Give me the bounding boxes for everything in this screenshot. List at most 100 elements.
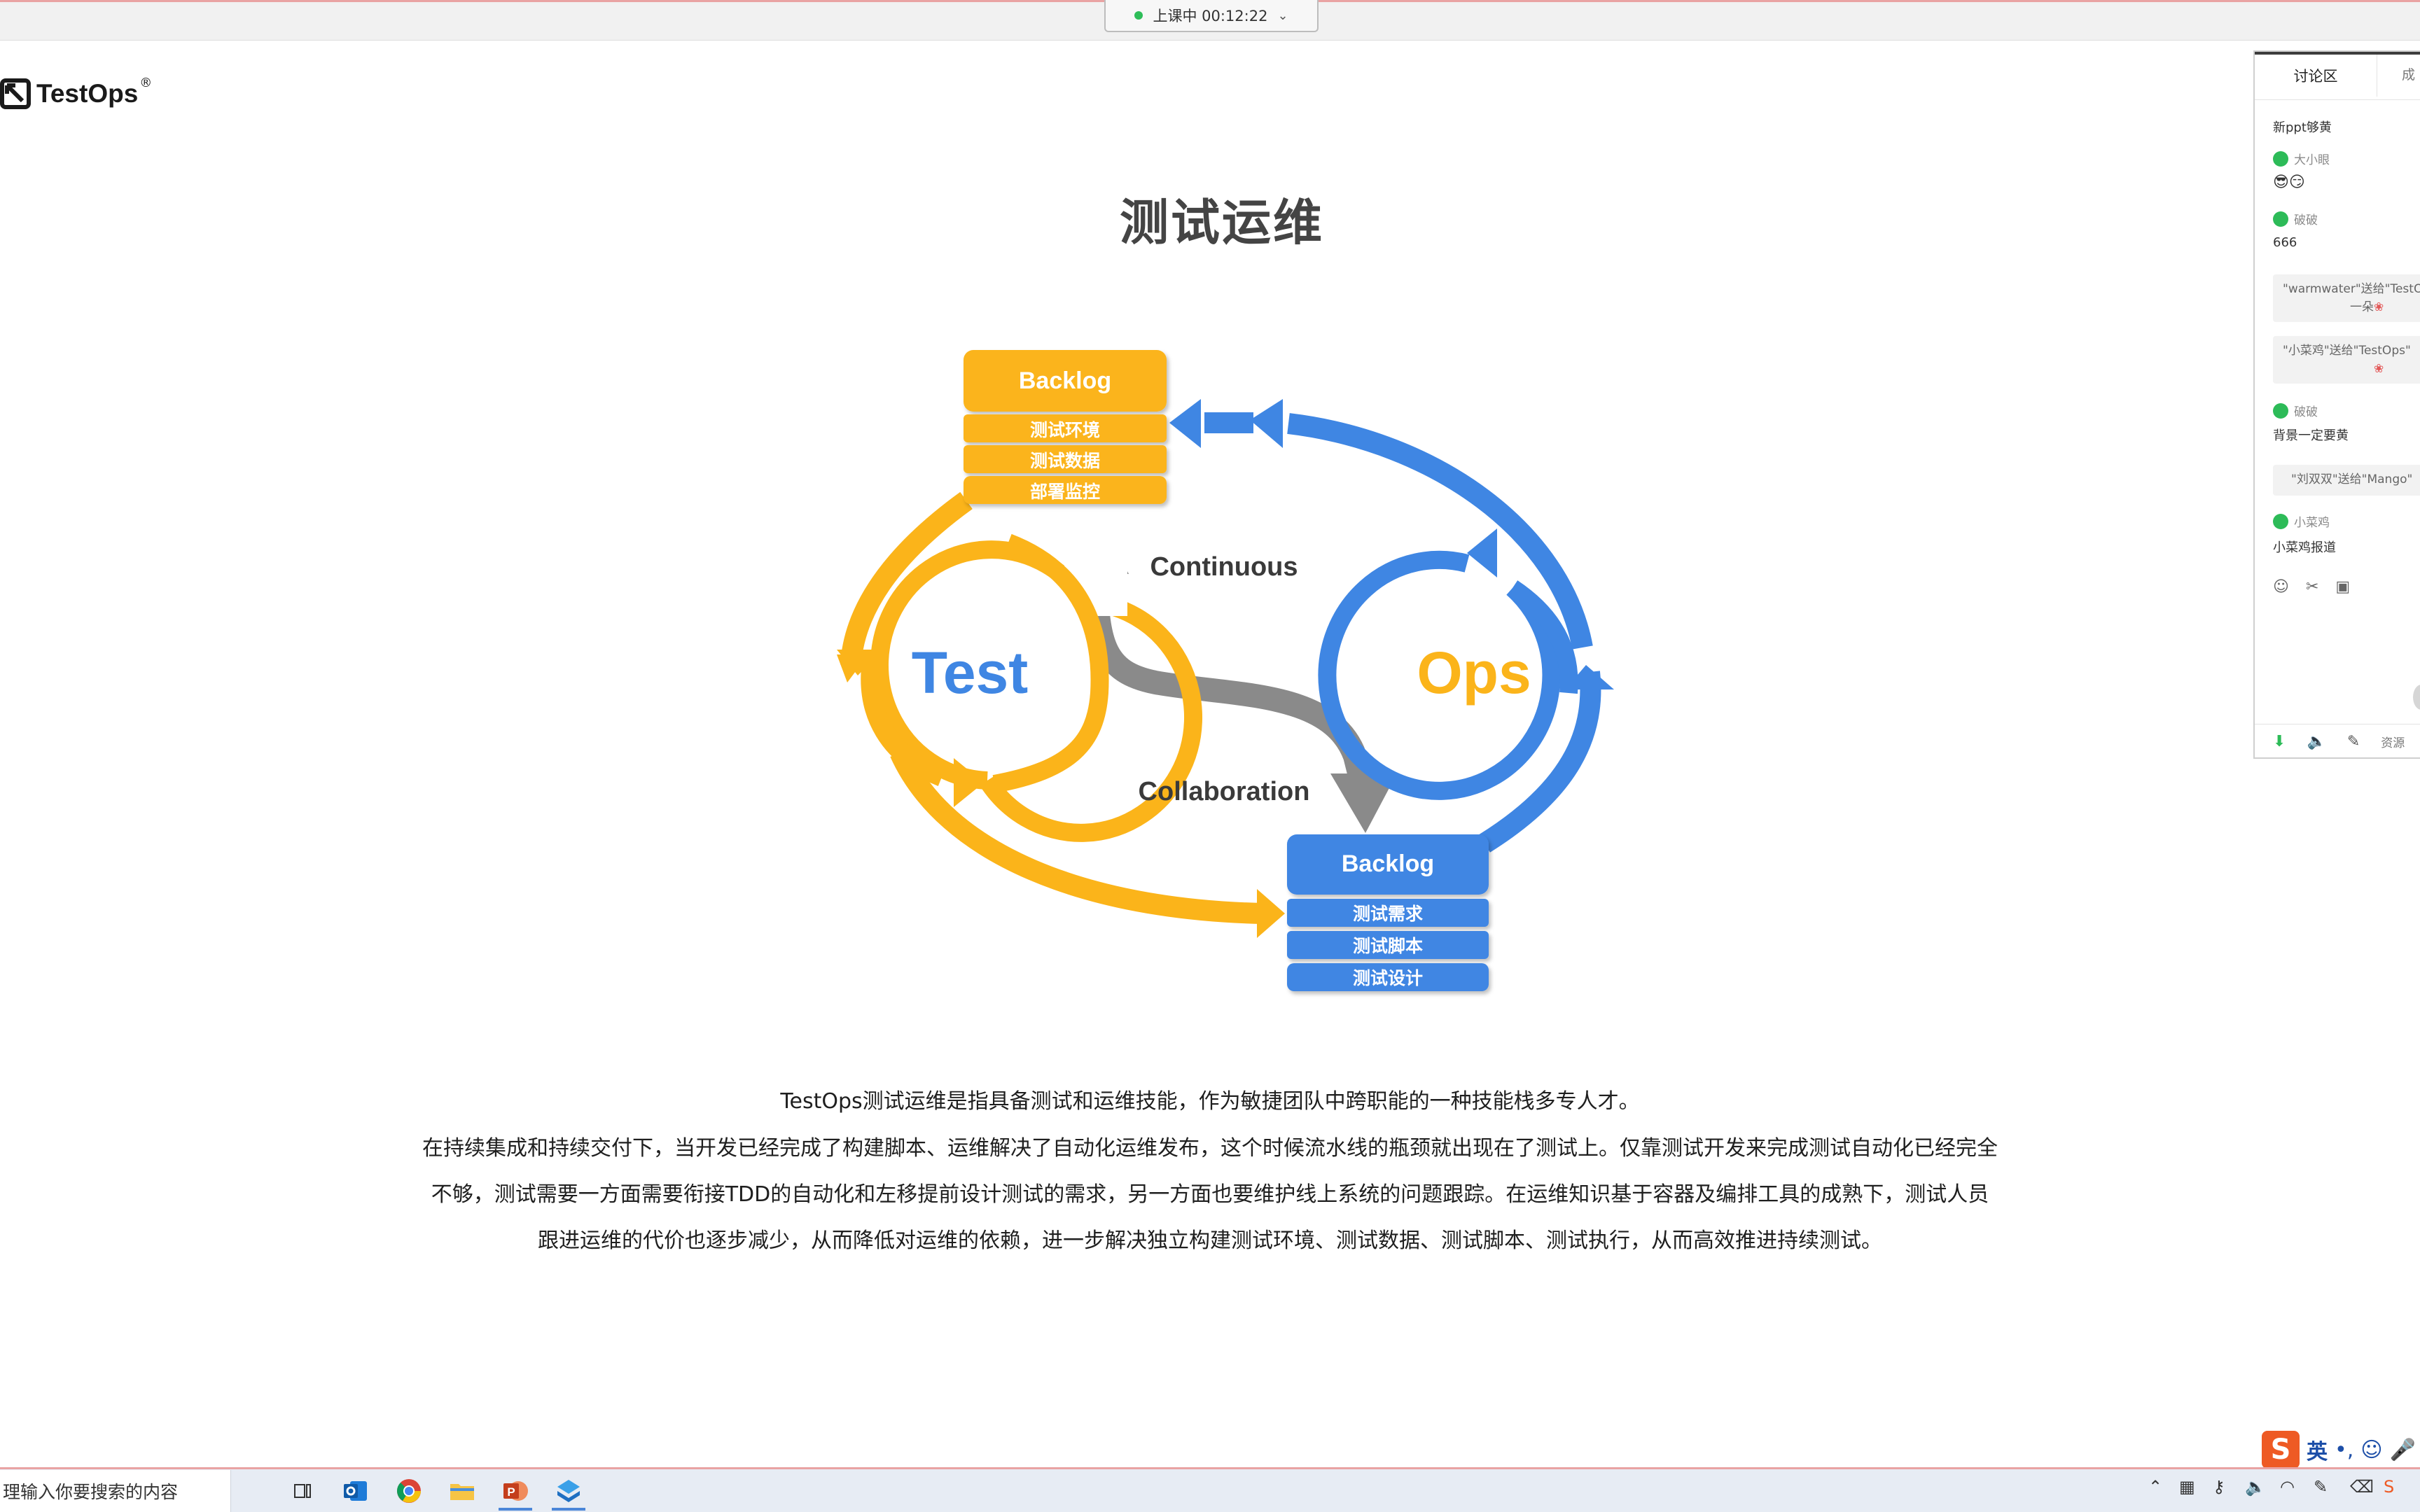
- gift-notice-text: "warmwater"送给"TestOps": [2283, 282, 2420, 296]
- tray-ime-icon[interactable]: S: [2384, 1477, 2395, 1497]
- emoji-icon[interactable]: ☺: [2273, 578, 2289, 596]
- chat-panel: 讨论区 成 新ppt够黄 大小眼 😎😏 破破 666 "warmwater"送给…: [2253, 50, 2420, 759]
- download-icon[interactable]: ⬇: [2273, 733, 2286, 750]
- wechat-icon: [2273, 211, 2288, 227]
- punctuation-icon[interactable]: •,: [2335, 1437, 2354, 1462]
- tab-discussion[interactable]: 讨论区: [2255, 55, 2377, 97]
- ops-inner-right-arc: [1507, 580, 1578, 694]
- tray-key-icon[interactable]: ⚷: [2213, 1477, 2225, 1497]
- backlog-bottom-title: Backlog: [1342, 850, 1434, 877]
- gift-notice-text: "刘双双"送给"Mango": [2291, 472, 2413, 486]
- chat-sender-name: 大小眼: [2294, 153, 2330, 167]
- test-arrow-right: [1257, 889, 1285, 938]
- scissors-icon[interactable]: ✂: [2305, 578, 2319, 596]
- powerpoint-icon[interactable]: P: [499, 1474, 532, 1508]
- ops-outer-arc: [1479, 671, 1601, 853]
- backlog-bottom-item: 测试脚本: [1353, 936, 1423, 956]
- test-inner-top-arc: [992, 533, 1109, 793]
- class-status-text: 上课中 00:12:22: [1153, 8, 1268, 24]
- test-inner-arrow: [954, 758, 984, 807]
- backlog-top-title: Backlog: [1019, 368, 1111, 394]
- volume-icon[interactable]: 🔈: [2245, 1477, 2266, 1497]
- taskbar-search-input[interactable]: 理输入你要搜索的内容: [0, 1470, 231, 1512]
- wechat-icon: [2273, 402, 2288, 419]
- continuous-label: Continuous: [1150, 552, 1298, 582]
- testops-logo: TestOps ®: [0, 73, 156, 115]
- tab-members[interactable]: 成: [2402, 67, 2416, 83]
- backlog-top: [964, 350, 1167, 504]
- svg-text:P: P: [507, 1485, 515, 1499]
- chat-message-text: 小菜鸡报道: [2273, 540, 2336, 555]
- slide-title: 测试运维: [1120, 194, 1324, 251]
- classroom-app-icon[interactable]: [552, 1474, 585, 1508]
- chat-sender: 破破: [2273, 210, 2318, 227]
- chat-toolbar: ☺ ✂ ▣: [2273, 578, 2350, 596]
- gift-notice: "小菜鸡"送给"TestOps" ❀: [2273, 336, 2420, 384]
- active-app-indicator: [552, 1508, 585, 1511]
- description-line: TestOps测试运维是指具备测试和运维技能，作为敏捷团队中跨职能的一种技能栈多…: [780, 1089, 1640, 1114]
- chrome-icon[interactable]: [392, 1474, 426, 1508]
- emoji-icon[interactable]: ☺: [2360, 1437, 2383, 1462]
- ops-arrow-left-2: [1169, 399, 1201, 448]
- tray-chevron-up-icon[interactable]: ⌃: [2148, 1477, 2163, 1497]
- pen-icon[interactable]: ✎: [2314, 1477, 2328, 1497]
- chat-message-emoji: 😎😏: [2273, 174, 2305, 191]
- ops-label: Ops: [1417, 640, 1531, 706]
- speaker-icon[interactable]: 🔈: [2307, 733, 2326, 750]
- tray-tool-icon[interactable]: ⌫: [2350, 1477, 2374, 1497]
- description-line: 不够，测试需要一方面需要衔接TDD的自动化和左移提前设计测试的需求，另一方面也要…: [431, 1182, 1989, 1207]
- chat-sender: 小菜鸡: [2273, 512, 2330, 530]
- testops-logo-icon: [0, 78, 31, 109]
- ime-language-toggle[interactable]: 英: [2307, 1440, 2328, 1464]
- live-dot-icon: [1134, 11, 1143, 20]
- backlog-top-item: 测试数据: [1030, 451, 1100, 471]
- chevron-down-icon: ⌄: [1277, 8, 1288, 23]
- sogou-ime-logo[interactable]: S: [2262, 1431, 2300, 1469]
- backlog-bottom-item: 测试设计: [1353, 968, 1423, 988]
- collaboration-label: Collaboration: [1139, 777, 1310, 806]
- description-line: 在持续集成和持续交付下，当开发已经完成了构建脚本、运维解决了自动化运维发布，这个…: [422, 1136, 1998, 1161]
- chat-bottom-bar: ⬇ 🔈 ✎ 资源: [2255, 724, 2420, 757]
- chat-tabs: 讨论区 成: [2255, 52, 2420, 100]
- outlook-icon[interactable]: [339, 1474, 373, 1508]
- chat-message-text: 新ppt够黄: [2273, 120, 2332, 135]
- microphone-icon[interactable]: 🎤: [2389, 1437, 2416, 1462]
- flower-icon: ❀: [2374, 300, 2384, 314]
- chat-sender-name: 小菜鸡: [2294, 516, 2330, 530]
- flower-icon: ❀: [2374, 362, 2384, 376]
- test-bottom-arc: [890, 748, 1265, 924]
- chat-sender-name: 破破: [2294, 214, 2318, 227]
- test-outer-arc: [840, 491, 973, 666]
- logo-registered-mark: ®: [139, 75, 153, 90]
- wechat-icon: [2273, 150, 2288, 167]
- task-view-icon[interactable]: [286, 1474, 319, 1508]
- ops-inner-arrow: [1467, 528, 1497, 578]
- scroll-handle[interactable]: [2413, 685, 2420, 710]
- tray-app-icon[interactable]: ▦: [2179, 1477, 2195, 1497]
- mute-icon[interactable]: ✎: [2346, 733, 2360, 750]
- test-label: Test: [912, 640, 1028, 706]
- active-app-indicator: [499, 1508, 532, 1511]
- image-icon[interactable]: ▣: [2335, 578, 2351, 596]
- chat-sender-name: 破破: [2294, 405, 2318, 419]
- gray-arrow-down: [1330, 774, 1397, 833]
- backlog-top-item: 测试环境: [1030, 420, 1100, 440]
- file-explorer-icon[interactable]: [445, 1474, 479, 1508]
- chat-message-text: 666: [2273, 235, 2297, 250]
- gift-notice-text-2: 一朵: [2350, 300, 2374, 314]
- chat-sender: 大小眼: [2273, 150, 2330, 167]
- ops-inner-circle: [1318, 550, 1561, 800]
- class-status-dropdown[interactable]: 上课中 00:12:22 ⌄: [1104, 0, 1319, 32]
- description-line: 跟进运维的代价也逐步减少，从而降低对运维的依赖，进一步解决独立构建测试环境、测试…: [538, 1228, 1882, 1253]
- ime-toolbar: S 英 •, ☺ 🎤: [2262, 1428, 2416, 1471]
- ops-top-arc: [1287, 413, 1593, 650]
- ops-arrow-left-1: [1250, 399, 1283, 448]
- gift-notice: "warmwater"送给"TestOps" 一朵❀: [2273, 274, 2420, 322]
- resource-tab[interactable]: 资源: [2381, 736, 2405, 750]
- gift-notice-text: "小菜鸡"送给"TestOps": [2283, 344, 2411, 358]
- test-inner-left-arc: [861, 660, 946, 786]
- backlog-top-item: 部署监控: [1030, 482, 1100, 502]
- backlog-bottom: [1287, 834, 1489, 991]
- wifi-icon[interactable]: ◠: [2280, 1477, 2295, 1497]
